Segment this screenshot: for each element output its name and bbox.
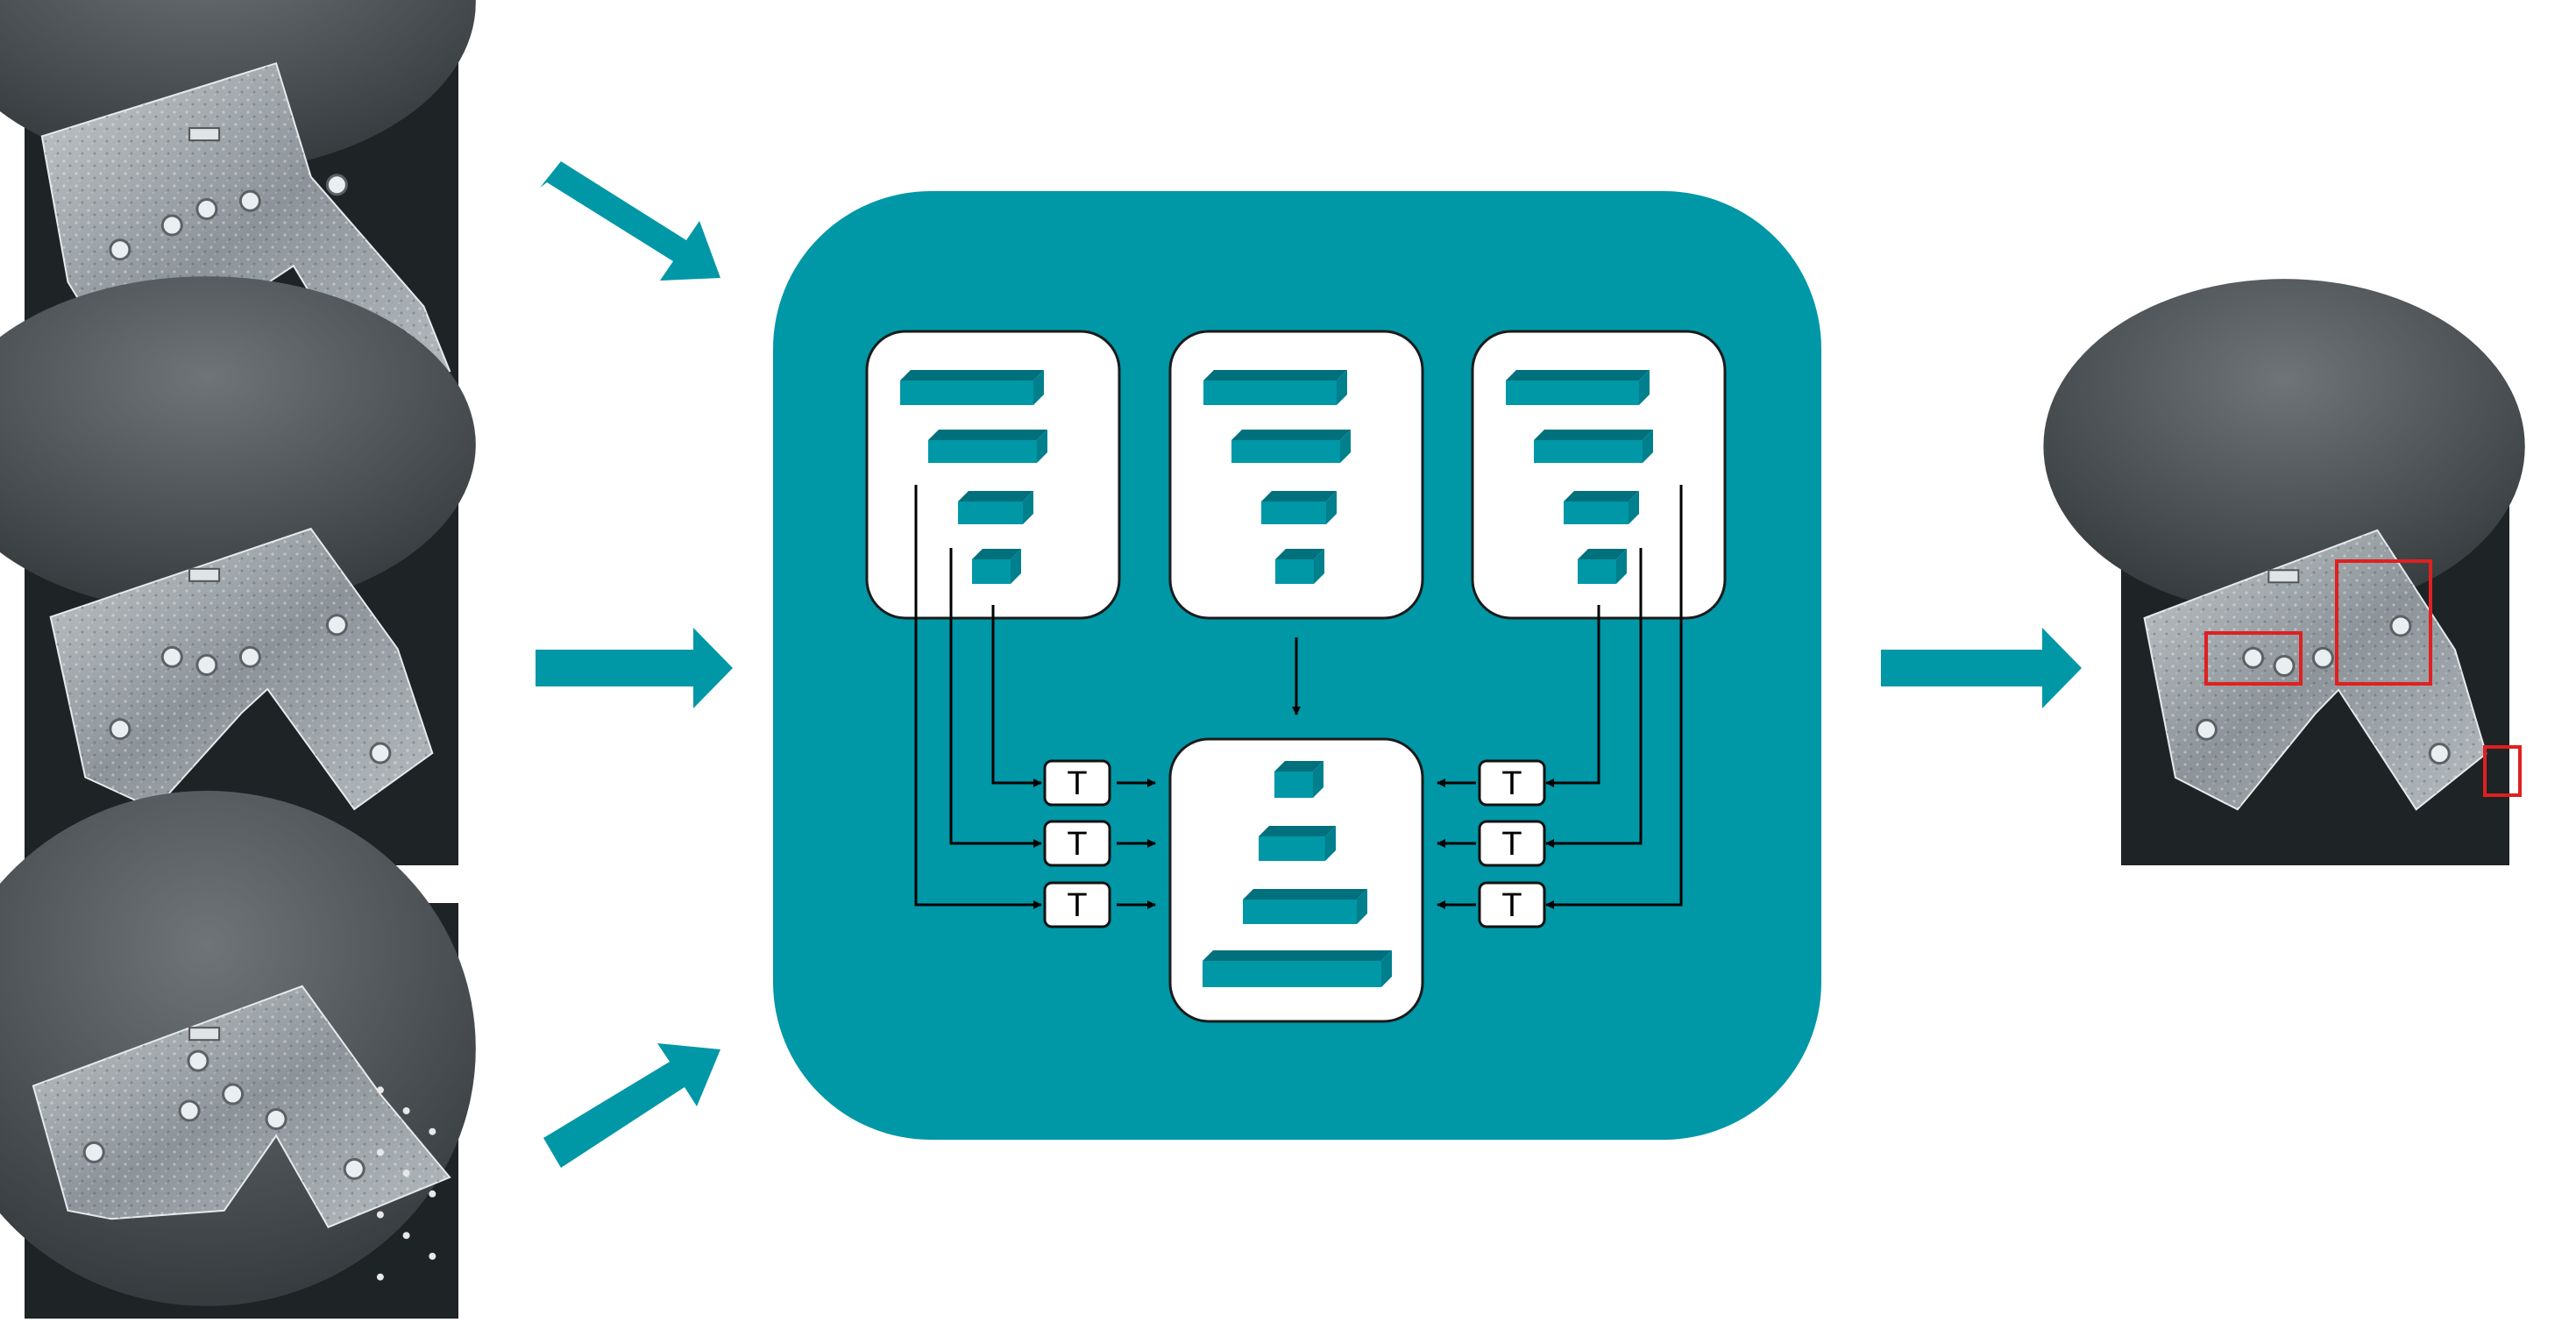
transform-label: T bbox=[1501, 887, 1522, 924]
input-arrow-bottom bbox=[543, 1043, 720, 1168]
encoder-1-layer-3 bbox=[958, 491, 1033, 524]
transform-box-left-1: T bbox=[1043, 759, 1111, 807]
connection-left-2 bbox=[949, 548, 1042, 848]
detection-box bbox=[2483, 745, 2522, 797]
encoder-3-layer-1 bbox=[1506, 370, 1650, 405]
encoder-1-layer-2 bbox=[928, 430, 1047, 463]
output-image bbox=[2043, 279, 2525, 865]
decoder-layer-4 bbox=[1203, 950, 1392, 987]
input-photo-3 bbox=[0, 791, 476, 1319]
encoder-1-layer-1 bbox=[900, 370, 1044, 405]
connection-right-1 bbox=[1545, 605, 1600, 787]
connection-left-1 bbox=[991, 605, 1042, 787]
output-arrow bbox=[1881, 628, 2082, 708]
input-photo-2 bbox=[0, 276, 476, 865]
transform-label: T bbox=[1067, 887, 1087, 924]
transform-label: T bbox=[1501, 826, 1522, 863]
connection-right-3 bbox=[1545, 485, 1683, 909]
encoder-3-layer-2 bbox=[1534, 430, 1653, 463]
connection-left-3 bbox=[914, 485, 1042, 909]
input-images bbox=[0, 0, 476, 1319]
input-arrow-top bbox=[540, 161, 720, 281]
transform-box-right-2: T bbox=[1478, 820, 1546, 867]
decoder-layer-3 bbox=[1243, 889, 1367, 924]
detection-box bbox=[2204, 631, 2303, 686]
encoder-2-layer-4 bbox=[1275, 549, 1324, 584]
transform-label: T bbox=[1501, 765, 1522, 802]
encoder-2-layer-1 bbox=[1203, 370, 1347, 405]
transform-label: T bbox=[1067, 765, 1087, 802]
skip-connections bbox=[914, 485, 1683, 909]
decoder-layer-1 bbox=[1274, 761, 1323, 798]
input-arrow-middle bbox=[536, 628, 733, 708]
transform-box-right-3: T bbox=[1478, 881, 1546, 928]
connection-right-2 bbox=[1545, 548, 1643, 848]
detection-box bbox=[2335, 559, 2432, 686]
transform-label: T bbox=[1067, 826, 1087, 863]
input-arrows bbox=[536, 161, 733, 1168]
decoder-layer-2 bbox=[1259, 826, 1336, 861]
transform-box-left-2: T bbox=[1043, 820, 1111, 867]
transform-box-left-3: T bbox=[1043, 881, 1111, 928]
encoder-2-layer-3 bbox=[1261, 491, 1337, 524]
encoder-1-layer-4 bbox=[972, 549, 1021, 584]
transform-box-right-1: T bbox=[1478, 759, 1546, 807]
network-modules bbox=[865, 330, 1727, 1023]
encoder-3-layer-3 bbox=[1564, 491, 1639, 524]
encoder-3-layer-4 bbox=[1578, 549, 1627, 584]
encoder-2-layer-2 bbox=[1231, 430, 1351, 463]
output-photo-detections bbox=[2043, 279, 2525, 865]
